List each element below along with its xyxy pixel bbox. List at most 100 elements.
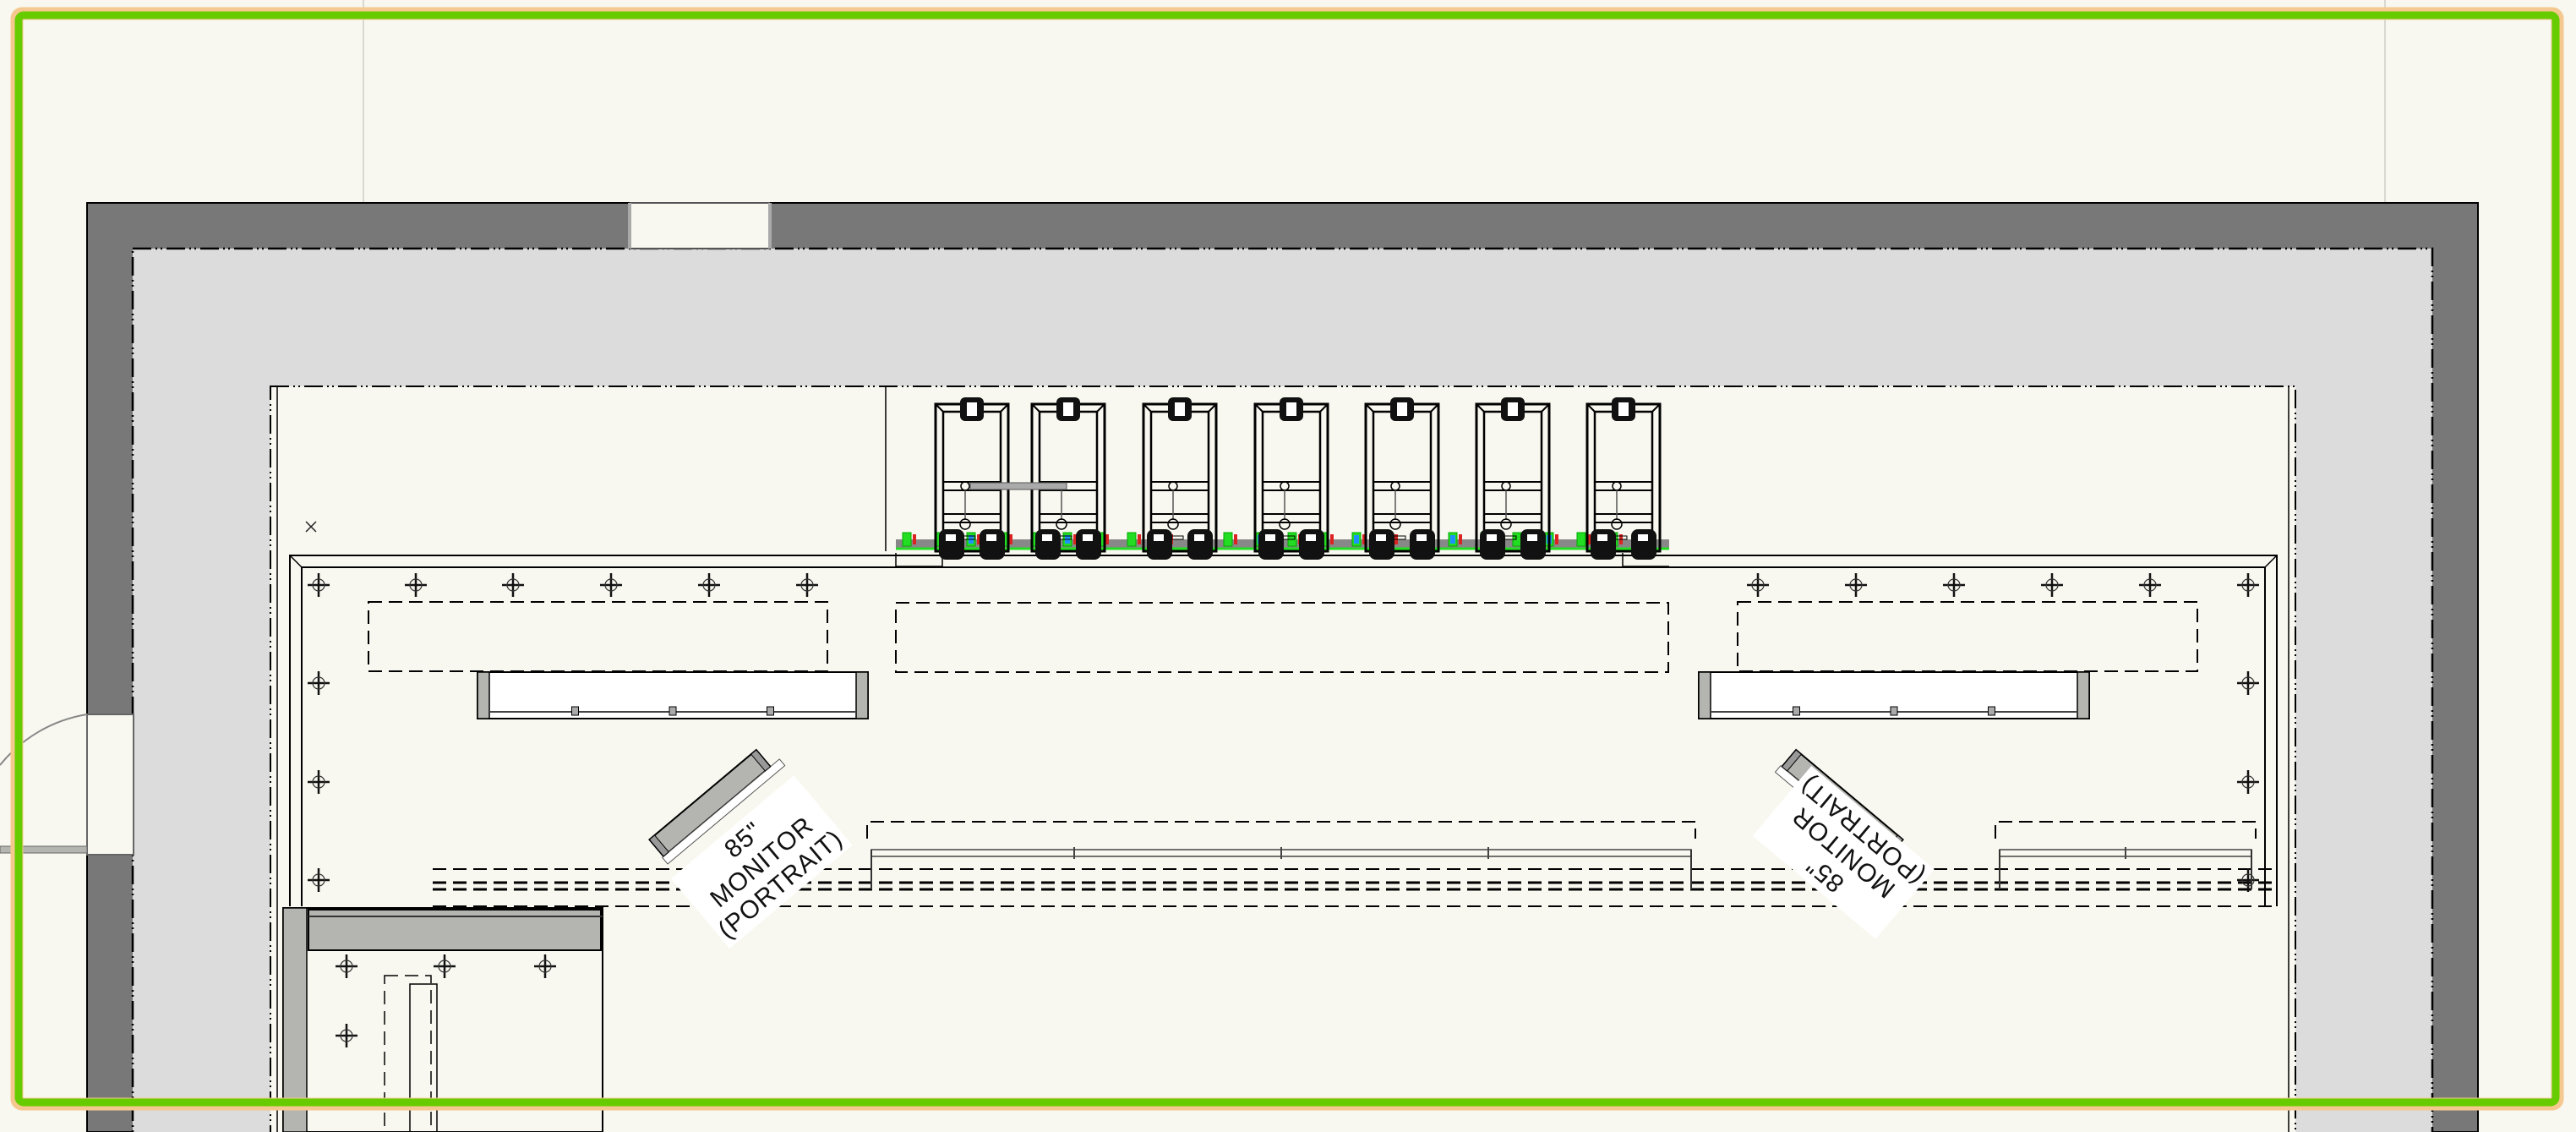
rack-plinth	[1622, 553, 1669, 567]
rack-connector	[1105, 534, 1109, 544]
light-fixture-icon	[534, 954, 556, 978]
tv-mount-icon	[1793, 706, 1800, 716]
caster-icon	[1410, 529, 1435, 560]
jamb	[628, 203, 631, 249]
monitor-edge	[750, 749, 772, 772]
light-fixture-icon	[698, 573, 720, 597]
caster-icon	[1591, 529, 1616, 560]
ceiling-lights	[308, 573, 2259, 1047]
rack-bevel	[935, 403, 944, 413]
truss-corner	[2264, 555, 2278, 568]
light-fixture-icon	[796, 573, 818, 597]
pulley-icon	[1056, 518, 1067, 530]
rack-unit[interactable]	[1142, 397, 1218, 560]
rack-bevel	[1319, 403, 1329, 413]
tv-endcap	[855, 671, 869, 719]
selection-outline[interactable]	[14, 11, 2560, 1107]
rack-link-bar[interactable]	[969, 482, 1067, 490]
rack-connector	[1576, 532, 1586, 547]
rack-shelf	[1594, 481, 1653, 491]
caster-icon	[1076, 529, 1101, 560]
light-fixture-icon	[2041, 573, 2063, 597]
rack-connector	[1223, 532, 1233, 547]
rack-shelf	[942, 513, 1001, 523]
rack-connector	[1459, 534, 1462, 544]
benches[interactable]	[866, 821, 2257, 889]
light-fixture-icon	[1845, 573, 1867, 597]
hoist-glyph	[1175, 402, 1185, 416]
rack-bevel	[1651, 403, 1661, 413]
rack-connector	[1330, 534, 1334, 544]
pulley-icon	[1389, 518, 1401, 530]
bench-right[interactable]	[1995, 821, 2257, 889]
door-leaf[interactable]	[0, 845, 88, 854]
rack-connector	[1587, 534, 1591, 544]
rack-shelf	[1373, 513, 1432, 523]
rack-connector	[1555, 534, 1558, 544]
side-door-opening[interactable]	[86, 714, 134, 856]
rack-unit[interactable]	[1253, 397, 1329, 560]
tv-mount-icon	[1988, 706, 1995, 716]
rack-shelf	[1150, 513, 1209, 523]
tv-mount-icon	[1890, 706, 1898, 716]
light-fixture-icon	[600, 573, 622, 597]
rack-connector	[977, 534, 980, 544]
rack-connector	[913, 534, 916, 544]
rack-unit[interactable]	[1475, 397, 1551, 560]
tv-endcap	[2077, 671, 2090, 719]
rack-unit[interactable]	[934, 397, 1010, 560]
rack-shelf	[1150, 481, 1209, 491]
stage-post	[409, 983, 438, 1132]
tv-mount-icon	[669, 706, 677, 716]
caster-icon	[939, 529, 964, 560]
pulley-icon	[1611, 518, 1623, 530]
pulley-icon	[1279, 518, 1291, 530]
caster-hub	[1306, 534, 1316, 541]
rack-unit[interactable]	[1364, 397, 1440, 560]
tv-left[interactable]	[477, 671, 869, 719]
truss-corner	[289, 555, 303, 568]
light-fixture-icon	[308, 671, 330, 695]
truss-inner	[301, 566, 2266, 906]
pulley-icon	[959, 518, 971, 530]
tv-right[interactable]	[1698, 671, 2090, 719]
caster-hub	[1265, 534, 1275, 541]
rack-plinth	[895, 553, 943, 567]
light-fixture-icon	[2237, 573, 2259, 597]
rack-shelf	[1483, 513, 1542, 523]
selection-frame[interactable]	[10, 7, 2564, 1111]
light-fixture-icon	[2237, 770, 2259, 794]
stage-side-beam	[282, 907, 308, 1132]
light-fixture-icon	[336, 954, 357, 978]
rack-shelf	[1594, 513, 1653, 523]
room-interior	[270, 386, 2296, 1132]
wall-tvs[interactable]	[477, 671, 2090, 719]
rack-row[interactable]	[895, 397, 1669, 567]
rack-bevel	[1586, 403, 1596, 413]
monitor-stand	[661, 758, 786, 865]
caster-icon	[1258, 529, 1284, 560]
caster-hub	[1042, 534, 1052, 541]
rack-connector	[1138, 534, 1141, 544]
rack-bevel	[1254, 403, 1263, 413]
rack-unit[interactable]	[1030, 397, 1106, 560]
hoist-glyph	[967, 402, 977, 416]
rack-connector	[902, 532, 912, 547]
top-opening[interactable]	[630, 202, 770, 249]
caster-hub	[1527, 534, 1537, 541]
wall-centerline	[131, 247, 2434, 1132]
caster-icon	[1187, 529, 1213, 560]
rack-bevel	[1365, 403, 1374, 413]
light-fixture-icon	[2237, 868, 2259, 892]
bench-center[interactable]	[866, 821, 1696, 889]
monitor-edge	[648, 834, 669, 857]
caster-hub	[1416, 534, 1427, 541]
light-fixture-icon	[1943, 573, 1965, 597]
rack-shelf	[1262, 481, 1321, 491]
monitor-body[interactable]	[648, 742, 786, 865]
rack-unit[interactable]	[1585, 397, 1662, 560]
light-fixture-icon	[308, 573, 330, 597]
light-fixture-icon	[308, 770, 330, 794]
rack-bevel	[1143, 403, 1152, 413]
